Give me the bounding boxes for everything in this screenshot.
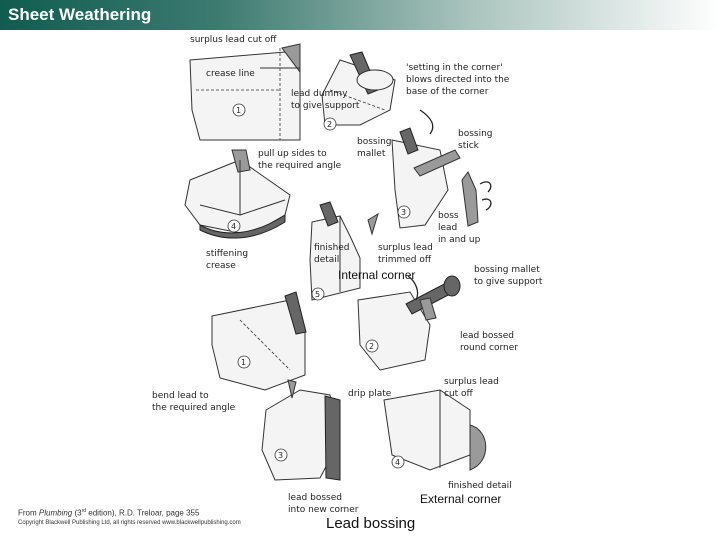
step-number-i5: 5 [315, 290, 320, 299]
credit-book: Plumbing [38, 508, 73, 518]
label-stiffening-crease: stiffening crease [206, 249, 249, 271]
label-bend-lead: bend lead to the required angle [152, 391, 236, 413]
copyright-notice: Copyright Blackwell Publishing Ltd, all … [18, 520, 241, 526]
label-bossing-stick: bossing stick [458, 129, 493, 151]
credit-edition-pre: (3 [72, 508, 82, 518]
step-number-e4: 4 [395, 458, 400, 467]
internal-step-5-finished [309, 201, 379, 301]
label-lead-dummy: lead dummy to give support [291, 89, 360, 111]
blow-arrow [419, 109, 434, 135]
internal-step-2-sheet [184, 149, 291, 239]
credit-from: From [18, 508, 39, 518]
label-bossing-mallet-top: bossing mallet [357, 137, 392, 159]
label-crease-line: crease line [206, 69, 255, 79]
step-number-i2: 4 [231, 222, 236, 231]
label-drip-plate: drip plate [348, 389, 392, 399]
external-step-2-sheet [357, 275, 461, 371]
credit-edition-post: edition), R.D. Treloar, page 355 [86, 508, 200, 518]
label-surplus-lead-cut-off-bottom: surplus lead cut off [444, 377, 499, 399]
label-bossing-mallet-support: bossing mallet to give support [474, 265, 543, 287]
heading-external-corner: External corner [420, 492, 502, 506]
external-step-3-sheet [261, 379, 341, 481]
source-credit: From Plumbing (3rd edition), R.D. Treloa… [18, 508, 199, 518]
label-finished-detail-bottom: finished detail [448, 481, 512, 491]
label-surplus-lead-trimmed: surplus lead trimmed off [378, 243, 433, 265]
boss-arrow-1 [479, 181, 492, 193]
ext-blow-arrow [407, 275, 419, 301]
label-setting-corner: 'setting in the corner' blows directed i… [406, 63, 510, 97]
label-boss-lead: boss lead in and up [438, 211, 481, 245]
credit-edition-sup: rd [81, 508, 87, 514]
title-bar: Sheet Weathering [0, 0, 720, 30]
external-step-1-sheet [211, 291, 307, 391]
step-number-i3: 2 [327, 120, 332, 129]
label-finished-detail-top: finished detail [314, 243, 350, 265]
step-number-e3: 3 [278, 451, 283, 460]
internal-step-1-sheet [189, 43, 301, 141]
step-number-i1: 1 [236, 106, 241, 115]
page-title: Sheet Weathering [8, 5, 152, 24]
label-pull-up-sides: pull up sides to the required angle [258, 149, 342, 171]
label-lead-bossed-round: lead bossed round corner [460, 331, 518, 353]
external-step-4-finished [383, 389, 487, 471]
step-number-i4: 3 [401, 208, 406, 217]
boss-arrow-2 [481, 198, 492, 211]
step-number-e1: 1 [241, 358, 246, 367]
internal-step-3-bossing [321, 51, 396, 126]
label-surplus-lead-cut-off-top: surplus lead cut off [190, 35, 277, 45]
label-lead-bossed-new-corner: lead bossed into new corner [288, 493, 359, 515]
heading-lead-bossing: Lead bossing [326, 515, 416, 532]
step-number-e2: 2 [369, 342, 374, 351]
heading-internal-corner: Internal corner [338, 268, 416, 282]
